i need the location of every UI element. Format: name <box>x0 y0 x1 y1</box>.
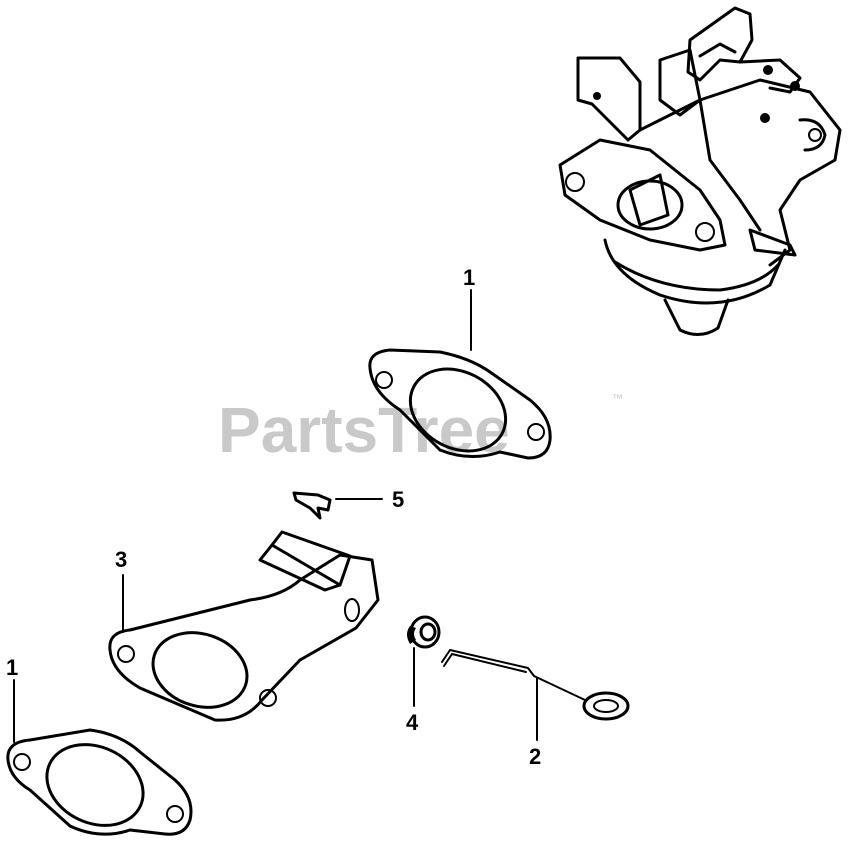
callout-label-bracket: 3 <box>115 547 127 572</box>
clip-part <box>292 491 332 520</box>
bracket-part <box>108 530 380 722</box>
callout-label-grommet: 4 <box>406 710 419 735</box>
watermark: PartsTree ™ <box>218 393 623 466</box>
watermark-text: PartsTree <box>218 394 510 466</box>
rod-part <box>441 649 630 721</box>
callout-label-rod: 2 <box>529 744 541 769</box>
carburetor-illustration <box>558 6 842 336</box>
callout-label-clip: 5 <box>392 487 404 512</box>
callout-label-gasket-bottom: 1 <box>6 655 18 680</box>
gasket-upper <box>368 348 552 460</box>
callout-label-gasket-top: 1 <box>463 265 475 290</box>
watermark-trademark: ™ <box>612 393 623 405</box>
gasket-lower <box>6 728 193 836</box>
grommet-part <box>407 615 441 649</box>
